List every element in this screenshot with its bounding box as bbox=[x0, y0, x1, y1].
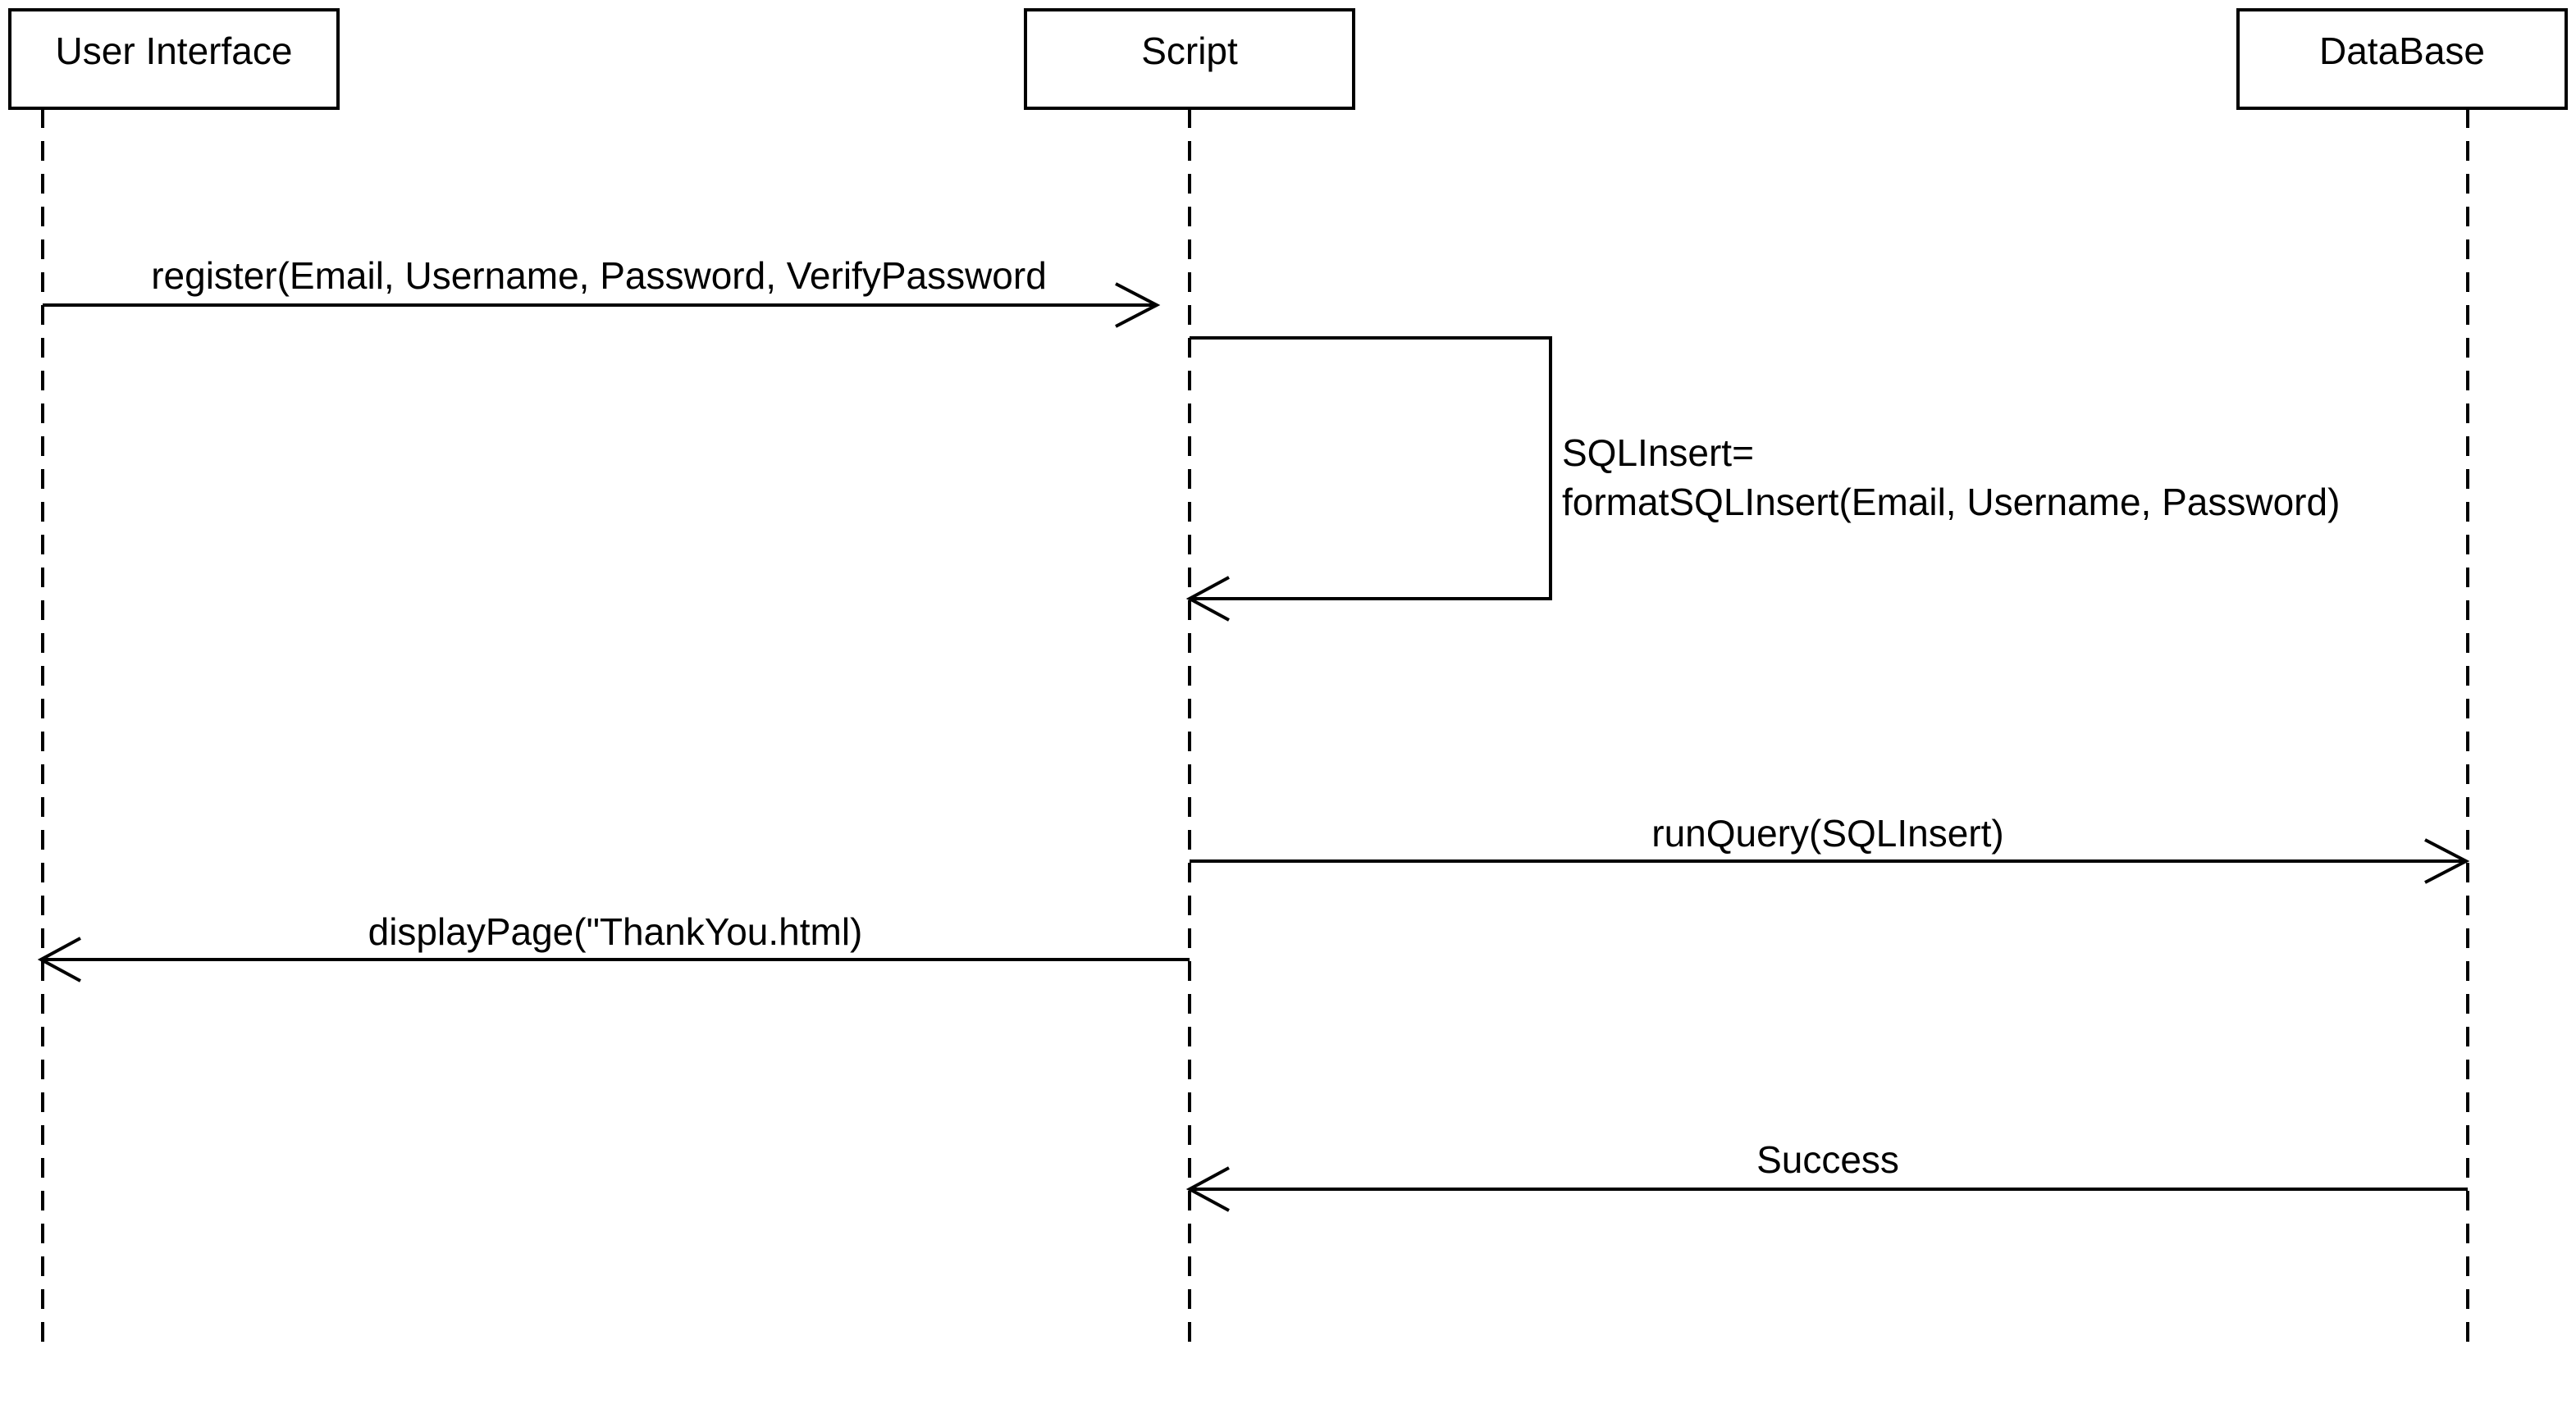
message-format-label-line-2: formatSQLInsert(Email, Username, Passwor… bbox=[1562, 481, 2340, 523]
message-format-line bbox=[1190, 336, 1552, 600]
message-runquery: runQuery(SQLInsert) bbox=[1190, 812, 2470, 884]
message-register-arrowhead bbox=[1115, 282, 1161, 328]
message-runquery-arrowhead bbox=[2424, 838, 2470, 884]
participant-label-script: Script bbox=[1141, 30, 1238, 72]
participant-script: Script bbox=[1024, 8, 1355, 1350]
participant-box-user-interface bbox=[8, 8, 340, 110]
message-register: register(Email, Username, Password, Veri… bbox=[43, 254, 1161, 328]
message-format-arrowhead bbox=[1185, 576, 1230, 622]
participant-label-database: DataBase bbox=[2319, 30, 2485, 72]
message-format-label: SQLInsert= formatSQLInsert(Email, Userna… bbox=[1562, 431, 2340, 523]
message-success-arrowhead bbox=[1185, 1166, 1230, 1212]
message-format-label-line-1: SQLInsert= bbox=[1562, 431, 1754, 474]
participant-box-database bbox=[2236, 8, 2568, 110]
message-displaypage: displayPage("ThankYou.html) bbox=[37, 910, 1190, 982]
message-success: Success bbox=[1185, 1138, 2468, 1212]
message-runquery-label: runQuery(SQLInsert) bbox=[1651, 812, 2003, 855]
message-format-self-call: SQLInsert= formatSQLInsert(Email, Userna… bbox=[1185, 336, 2340, 622]
participant-label-user-interface: User Interface bbox=[56, 30, 293, 72]
message-register-label: register(Email, Username, Password, Veri… bbox=[151, 254, 1047, 297]
message-displaypage-arrowhead bbox=[37, 937, 81, 982]
participant-user-interface: User Interface bbox=[8, 8, 340, 1350]
message-displaypage-label: displayPage("ThankYou.html) bbox=[368, 910, 863, 953]
message-success-label: Success bbox=[1756, 1138, 1899, 1181]
participant-database: DataBase bbox=[2236, 8, 2568, 1350]
participant-box-script bbox=[1024, 8, 1355, 110]
